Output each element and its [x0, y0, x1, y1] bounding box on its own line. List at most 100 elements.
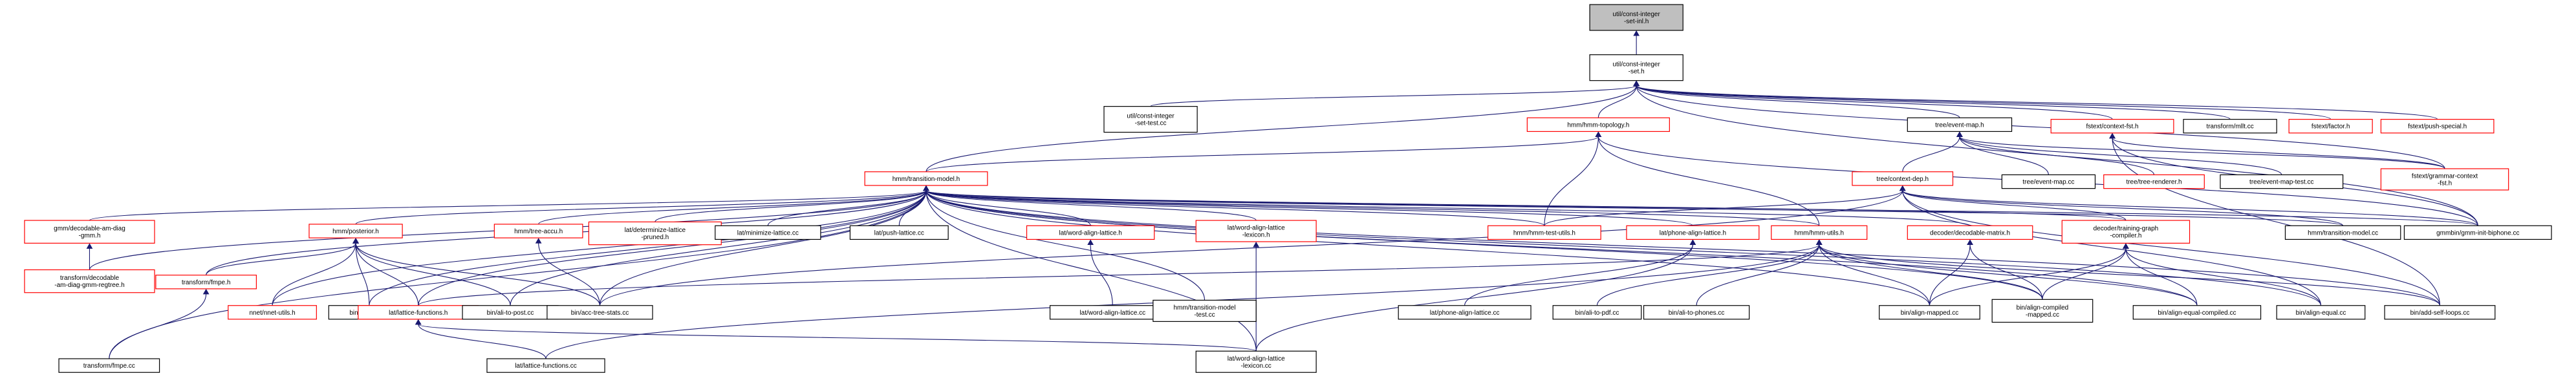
edge-line — [355, 243, 419, 306]
arrowhead — [1899, 185, 1906, 191]
edge-n25-n46 — [1815, 239, 2441, 306]
graph-node[interactable]: lat/word-align-lattice.h — [1026, 225, 1155, 240]
graph-node[interactable]: hmm/transition-model.cc — [2284, 225, 2401, 240]
node-label: hmm/hmm-test-utils.h — [1513, 229, 1575, 237]
graph-node[interactable]: fstext/factor.h — [2288, 119, 2373, 134]
graph-node[interactable]: lat/determinize-lattice-pruned.h — [588, 221, 722, 246]
graph-node[interactable]: transform/decodable-am-diag-gmm-regtree.… — [24, 269, 155, 293]
graph-node[interactable]: util/const-integer-set-test.cc — [1103, 106, 1198, 133]
edge-n0-n1 — [1633, 30, 1640, 55]
graph-node[interactable]: tree/context-dep.h — [1852, 171, 1954, 186]
node-label: -test.cc — [1194, 311, 1215, 319]
graph-node[interactable]: fstext/context-fst.h — [2050, 119, 2174, 134]
arrowhead — [1967, 239, 1973, 245]
graph-node[interactable]: hmm/hmm-utils.h — [1771, 225, 1868, 240]
graph-node[interactable]: util/const-integer-set-inl.h — [1589, 4, 1683, 31]
graph-node[interactable]: bin/ali-to-phones.cc — [1643, 305, 1750, 320]
edge-n9-n44 — [923, 185, 2198, 306]
node-label: bin/align-compiled — [2017, 304, 2069, 311]
edge-line — [538, 190, 927, 225]
graph-node[interactable]: tree/event-map-test.cc — [2220, 174, 2344, 189]
node-box — [1643, 305, 1750, 320]
edge-n1-n7 — [1633, 80, 2332, 120]
graph-node[interactable]: bin/align-equal.cc — [2276, 305, 2366, 320]
graph-node[interactable]: bin/add-self-loops.cc — [2384, 305, 2496, 320]
node-label: tree/tree-renderer.h — [2126, 179, 2181, 186]
node-label: hmm/posterior.h — [332, 228, 379, 235]
node-label: lat/word-align-lattice — [1228, 225, 1285, 232]
edge-line — [1959, 136, 2445, 169]
graph-node[interactable]: tree/event-map.h — [1907, 117, 2013, 132]
node-label: nnet/nnet-utils.h — [249, 310, 295, 317]
graph-node[interactable]: hmm/posterior.h — [308, 224, 403, 238]
edge-line — [109, 190, 927, 359]
graph-node[interactable]: transform/fmpe.h — [155, 275, 257, 290]
graph-node[interactable]: transform/mllt.cc — [2183, 119, 2277, 134]
node-label: -lexicon.cc — [1241, 363, 1272, 370]
graph-node[interactable]: bin/align-compiled-mapped.cc — [1991, 299, 2094, 323]
graph-node[interactable]: tree/event-map.cc — [2001, 174, 2096, 189]
graph-node[interactable]: bin/align-equal-compiled.cc — [2132, 305, 2262, 320]
node-box — [2050, 119, 2174, 134]
graph-node[interactable]: nnet/nnet-utils.h — [228, 305, 317, 320]
graph-node[interactable]: hmm/hmm-test-utils.h — [1488, 225, 1601, 240]
edge-line — [925, 190, 2198, 306]
graph-node[interactable]: util/const-integer-set.h — [1589, 54, 1683, 81]
graph-node[interactable]: bin/align-mapped.cc — [1879, 305, 1980, 320]
edge-line — [925, 190, 2478, 226]
edge-line — [355, 190, 927, 225]
node-box — [2061, 220, 2191, 244]
node-box — [1626, 225, 1760, 240]
node-label: -lexicon.h — [1242, 232, 1270, 239]
graph-node[interactable]: hmm/tree-accu.h — [493, 224, 583, 238]
node-box — [1991, 299, 2094, 323]
graph-node[interactable]: lat/phone-align-lattice.cc — [1398, 305, 1532, 320]
edge-n27-n43 — [2042, 243, 2129, 300]
edge-line — [1090, 244, 1113, 306]
arrowhead — [923, 185, 929, 191]
graph-node[interactable]: lat/word-align-lattice-lexicon.h — [1195, 220, 1317, 242]
graph-node[interactable]: lat/word-align-lattice-lexicon.cc — [1195, 350, 1317, 373]
edge-line — [925, 136, 1599, 173]
edge-line — [1636, 85, 2113, 120]
node-label: decoder/decodable-matrix.h — [1930, 229, 2010, 237]
node-label: lat/minimize-lattice.cc — [737, 229, 799, 237]
edge-line — [538, 243, 601, 306]
edge-line — [1696, 244, 1820, 306]
edge-n10-n29 — [1899, 185, 2478, 226]
graph-node[interactable]: tree/tree-renderer.h — [2103, 174, 2205, 189]
graph-node[interactable]: bin/ali-to-post.cc — [462, 305, 559, 320]
node-label: util/const-integer — [1612, 61, 1660, 69]
graph-node[interactable]: lat/lattice-functions.h — [358, 305, 479, 320]
edge-n27-n45 — [2123, 243, 2322, 306]
graph-node[interactable]: decoder/training-graph-compiler.h — [2061, 220, 2191, 244]
edge-n9-n16 — [355, 185, 929, 225]
graph-node[interactable]: fstext/push-special.h — [2380, 119, 2495, 134]
graph-node[interactable]: lat/push-lattice.cc — [849, 225, 949, 240]
node-label: hmm/hmm-topology.h — [1567, 121, 1629, 129]
graph-node[interactable]: fstext/grammar-context-fst.h — [2380, 168, 2509, 191]
graph-node[interactable]: lat/lattice-functions.cc — [486, 358, 605, 373]
edge-line — [925, 190, 2043, 300]
graph-node[interactable]: bin/acc-tree-stats.cc — [547, 305, 653, 320]
graph-node[interactable]: lat/phone-align-lattice.h — [1626, 225, 1760, 240]
graph-node[interactable]: hmm/hmm-topology.h — [1526, 117, 1670, 132]
node-label: transform/decodable — [60, 275, 120, 282]
graph-node[interactable]: decoder/decodable-matrix.h — [1907, 225, 2033, 240]
graph-node[interactable]: bin/ali-to-pdf.cc — [1552, 305, 1642, 320]
graph-node[interactable]: hmm/transition-model.h — [864, 171, 988, 186]
graph-node[interactable]: lat/minimize-lattice.cc — [715, 225, 821, 240]
node-label: bin/align-equal.cc — [2296, 310, 2346, 317]
edge-line — [1959, 136, 2282, 175]
graph-node[interactable]: hmm/transition-model-test.cc — [1153, 299, 1257, 322]
arrowhead — [1595, 131, 1602, 137]
graph-node[interactable]: gmmbin/gmm-init-biphone.cc — [2403, 225, 2552, 240]
edge-layer — [86, 30, 2478, 359]
edge-n4-n12 — [1956, 131, 2155, 175]
graph-node[interactable]: transform/fmpe.cc — [58, 358, 160, 373]
edge-line — [89, 190, 927, 221]
node-label: lat/phone-align-lattice.h — [1660, 229, 1726, 237]
graph-node[interactable]: gmm/decodable-am-diag-gmm.h — [24, 220, 155, 244]
node-label: tree/event-map.h — [1935, 121, 1984, 129]
edge-n9-n28 — [923, 185, 2344, 226]
